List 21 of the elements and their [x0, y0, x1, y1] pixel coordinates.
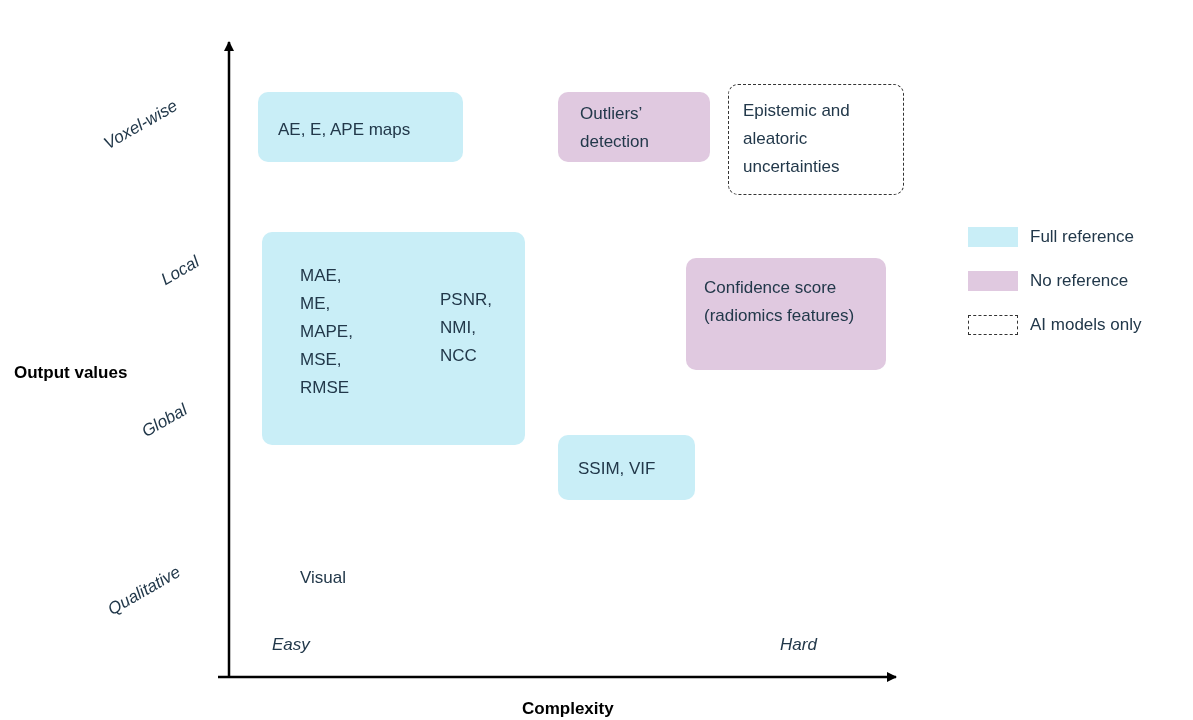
axis-label: Visual — [300, 567, 346, 589]
category-box — [258, 92, 463, 162]
category-box — [558, 92, 710, 162]
box-text: Confidence score (radiomics features) — [704, 277, 856, 327]
axis-label: Complexity — [522, 698, 614, 720]
box-text: Epistemic and aleatoric uncertainties — [743, 100, 851, 178]
legend-text: Full reference — [1030, 226, 1134, 249]
category-box — [686, 258, 886, 370]
category-box — [262, 232, 525, 445]
axis-label: Hard — [780, 634, 817, 656]
box-text: SSIM, VIF — [578, 458, 657, 480]
metric-list: PSNR, NMI, NCC — [440, 286, 504, 370]
box-text: AE, E, APE maps — [278, 119, 412, 141]
axis-label: Output values — [14, 362, 128, 384]
legend-text: No reference — [1030, 270, 1129, 293]
axis-label: Easy — [272, 634, 310, 656]
metric-list: MAE, ME, MAPE, MSE, RMSE — [300, 262, 370, 402]
legend-text: AI models only — [1030, 314, 1142, 337]
box-text: Outliers’ detection — [580, 103, 650, 153]
category-box — [558, 435, 695, 500]
dashed-box — [728, 84, 904, 195]
